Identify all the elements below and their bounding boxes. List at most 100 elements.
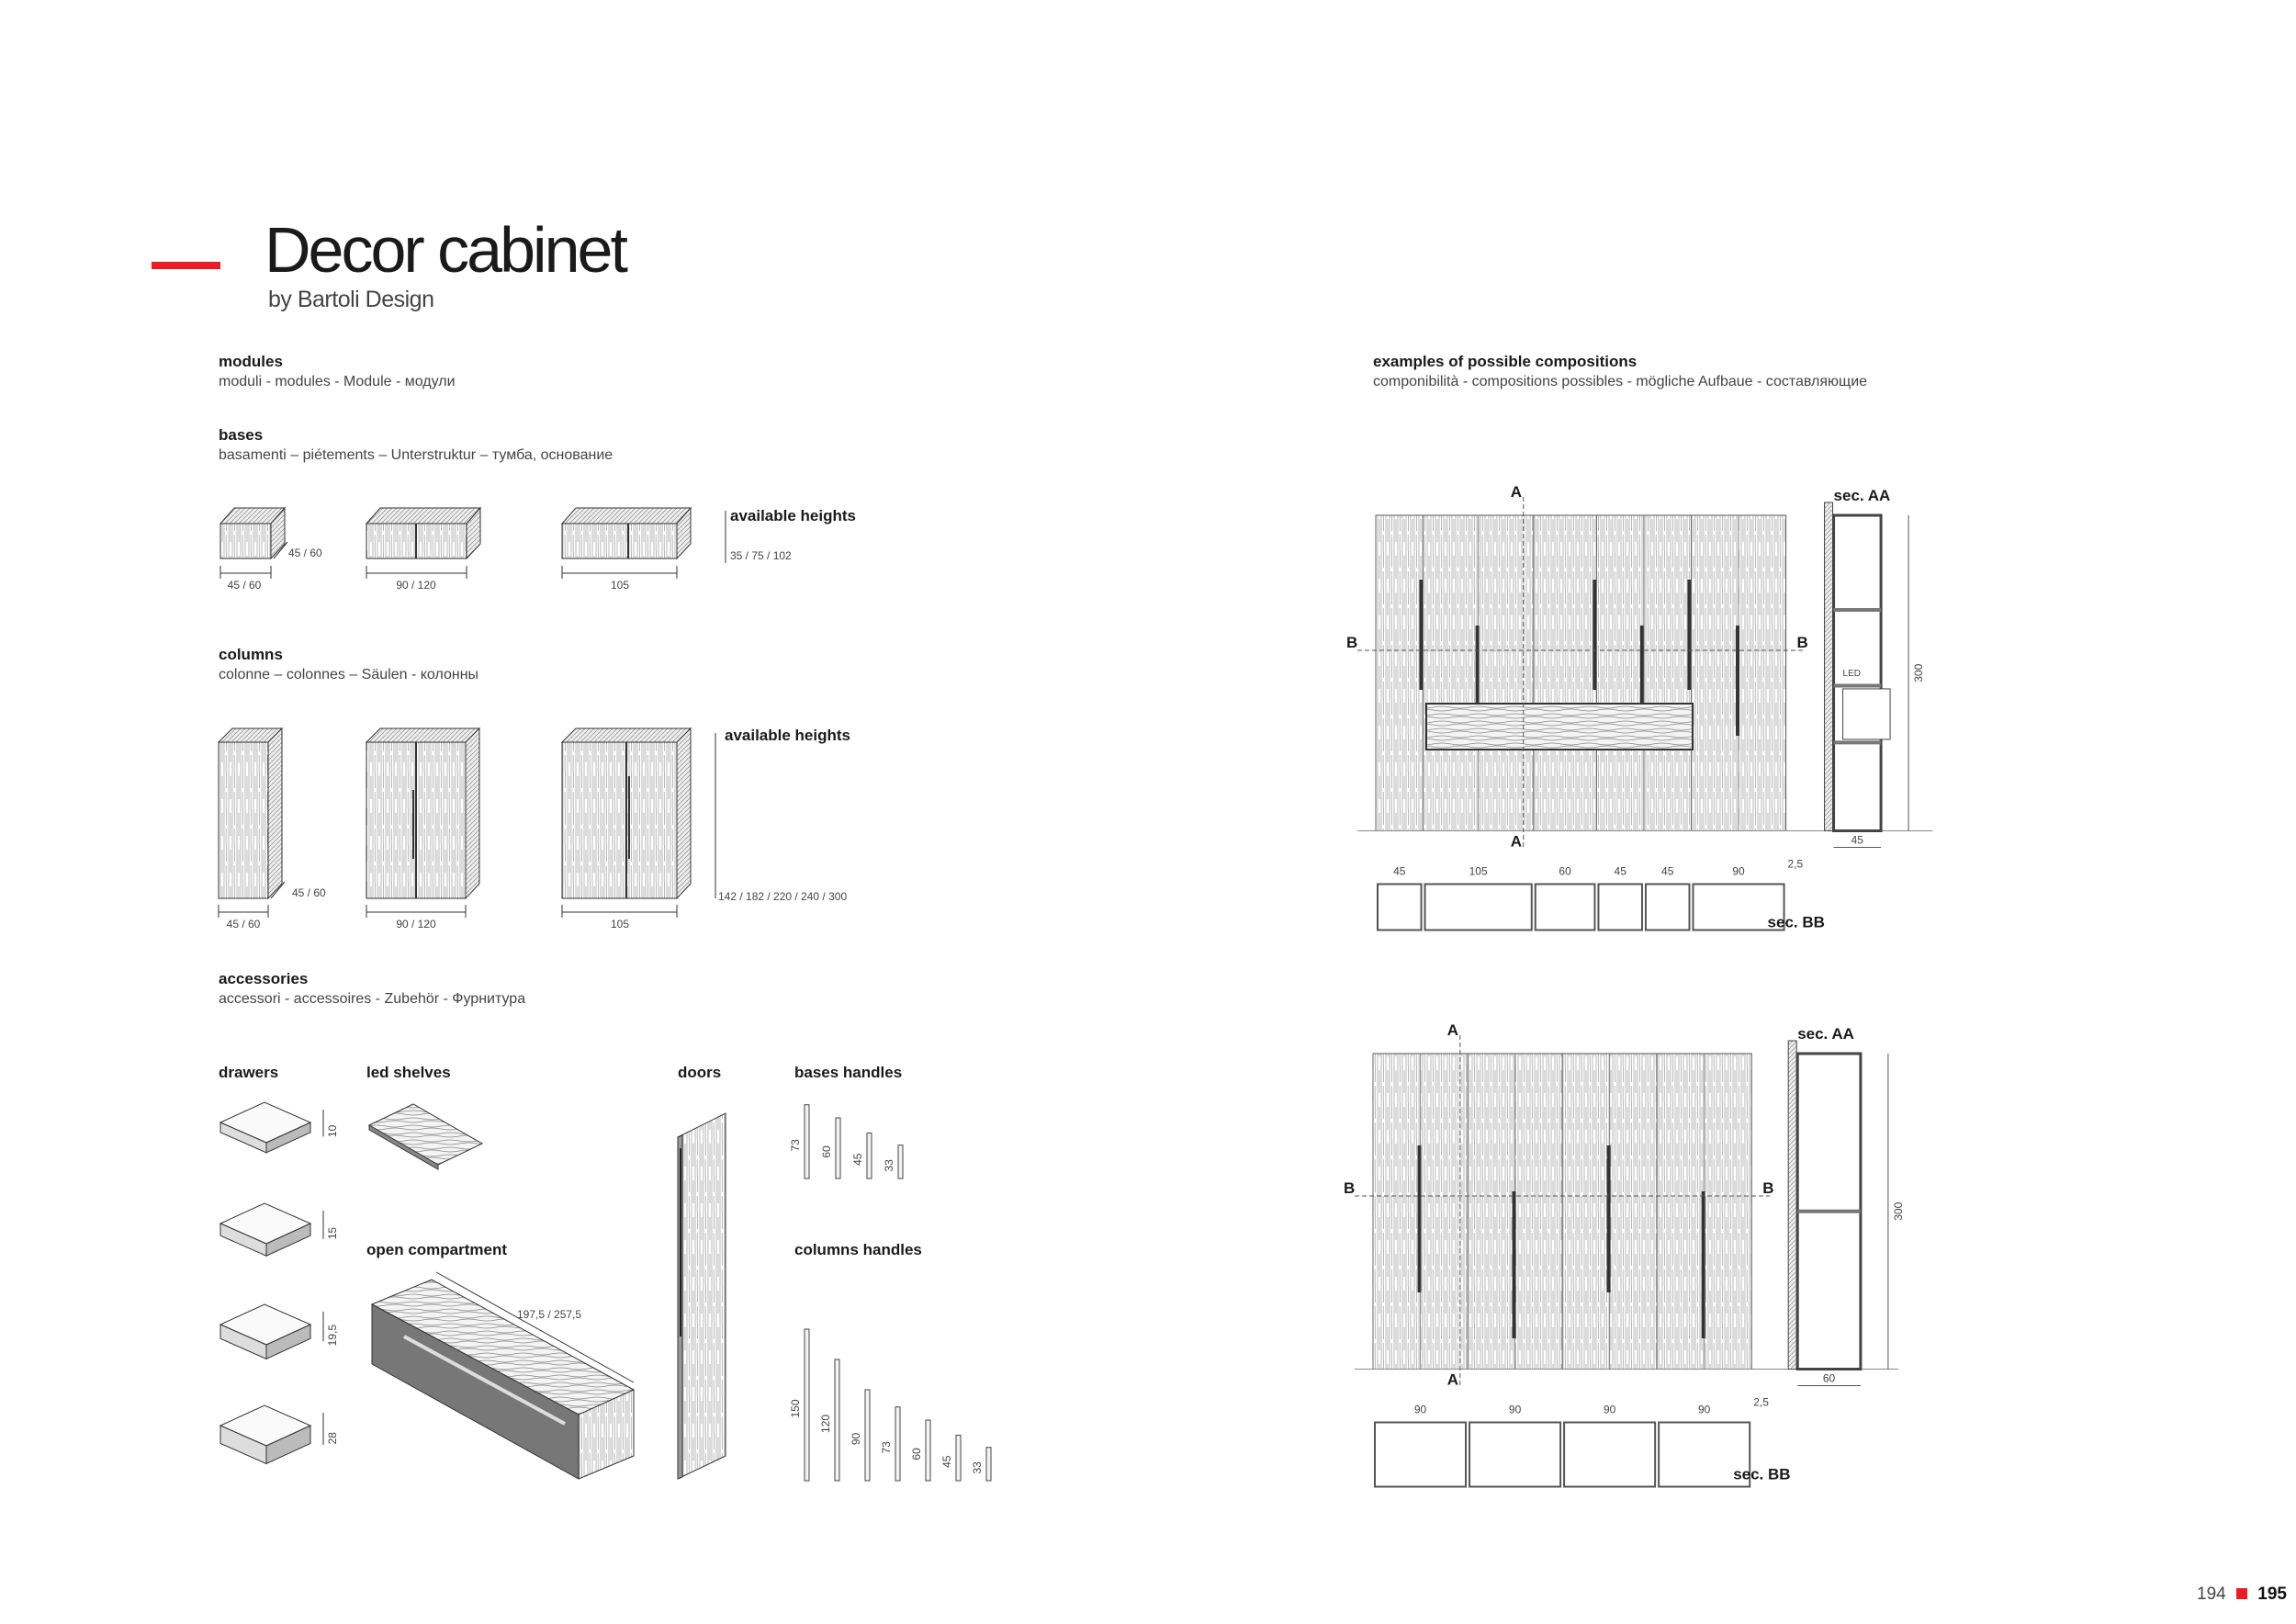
height-dimension: 300 (1912, 663, 1925, 682)
base-module-45 (219, 506, 287, 560)
handle-length: 33 (883, 1159, 895, 1172)
section-b-label: B (1762, 1179, 1773, 1197)
bases-handles-label: bases handles (794, 1064, 903, 1081)
height-dimension: 300 (1892, 1201, 1905, 1220)
drawer (219, 1101, 324, 1154)
sec-aa-label: sec. AA (1797, 1025, 1854, 1043)
door-handle (1701, 1191, 1705, 1338)
drawer-side (265, 1425, 311, 1465)
section-a-label: A (1447, 1371, 1458, 1389)
drawer-height: 19,5 (326, 1325, 339, 1347)
accessories-heading: accessories (219, 970, 309, 987)
plan-module (1534, 883, 1596, 931)
page-number-right: 195 (2257, 1585, 2287, 1604)
handle (804, 1328, 810, 1482)
wall (1787, 1040, 1797, 1370)
sec-aa-label: sec. AA (1834, 487, 1891, 504)
handle (804, 1104, 810, 1179)
led-shelves-label: led shelves (366, 1064, 451, 1081)
page-marker (2235, 1588, 2247, 1599)
columns-heading: columns (219, 646, 283, 663)
module-width: 45 (1615, 865, 1627, 878)
section-a-label: A (1511, 833, 1522, 851)
section-a-label: A (1447, 1021, 1458, 1039)
plan-module (1469, 1421, 1562, 1488)
door-handle (1512, 1191, 1516, 1338)
module-width: 45 (1661, 865, 1674, 878)
drawer-section (1842, 688, 1891, 740)
door-panel (677, 1112, 726, 1480)
handle-length: 45 (940, 1455, 953, 1468)
section-aa (1832, 513, 1883, 832)
module-width: 90 (1604, 1404, 1616, 1416)
drawer-height: 15 (326, 1227, 339, 1240)
column-width-3: 105 (611, 918, 629, 930)
plan-module (1374, 1421, 1468, 1488)
plan-module (1644, 883, 1691, 931)
column-depth: 45 / 60 (292, 886, 326, 899)
handle (895, 1406, 901, 1482)
modules-subtitle: moduli - modules - Module - модули (219, 374, 456, 389)
plan-module (1377, 883, 1423, 931)
drawer-side (265, 1223, 311, 1257)
accent-bar (152, 262, 220, 269)
module-width: 45 (1393, 865, 1406, 878)
door-handle (1593, 580, 1597, 690)
elevation (1375, 514, 1787, 831)
handle-length: 150 (789, 1399, 802, 1417)
module-width: 105 (1469, 865, 1488, 878)
handle-length: 45 (851, 1153, 864, 1166)
bases-heights-label: available heights (730, 507, 856, 524)
handle-length: 33 (971, 1461, 984, 1474)
drawer (219, 1202, 324, 1257)
base-module-90 (365, 506, 482, 560)
columns-handles-label: columns handles (794, 1241, 922, 1258)
plan-module (1424, 883, 1533, 931)
door-handle (1736, 626, 1740, 736)
handle-length: 73 (880, 1441, 893, 1454)
module-width: 90 (1698, 1404, 1711, 1416)
section-b-label: B (1344, 1179, 1355, 1197)
section-a-label: A (1511, 483, 1522, 501)
handle-length: 60 (910, 1448, 923, 1460)
door-handle (1687, 580, 1692, 690)
handle (985, 1447, 992, 1482)
base-module-105 (560, 506, 692, 560)
bases-heights: 35 / 75 / 102 (730, 549, 792, 562)
drawer-side (265, 1122, 311, 1154)
door-handle (1475, 626, 1480, 736)
handle-length: 60 (820, 1145, 833, 1158)
handle (866, 1133, 872, 1179)
page-title: Decor cabinet (264, 214, 628, 286)
depth-dimension: 45 (1851, 834, 1864, 847)
handle (864, 1389, 871, 1482)
module-width: 90 (1732, 865, 1745, 878)
column-width-1: 45 / 60 (227, 918, 261, 930)
door-handle (1417, 1145, 1422, 1292)
sec-bb-label: sec. BB (1768, 914, 1825, 931)
door-handle (1639, 626, 1644, 736)
open-compartment (370, 1271, 636, 1480)
led-label: LED (1843, 669, 1861, 679)
drawer-side (265, 1324, 311, 1360)
base-depth: 45 / 60 (288, 547, 322, 559)
doors-label: doors (678, 1064, 722, 1081)
plan-module (1658, 1421, 1751, 1488)
sec-bb-label: sec. BB (1733, 1466, 1790, 1483)
column-module-105 (560, 727, 692, 900)
module-width: 60 (1559, 865, 1571, 878)
door-handle (1419, 580, 1424, 690)
led-shelf (367, 1103, 484, 1170)
handle (835, 1117, 841, 1179)
handle-length: 120 (819, 1415, 832, 1433)
columns-drawings: 45 / 60 90 / 120 105 45 / 60 available h… (217, 727, 850, 930)
base-width-1: 45 / 60 (228, 579, 262, 592)
column-module-90 (365, 727, 481, 900)
plan-module (1597, 883, 1643, 931)
wall (1824, 502, 1834, 831)
drawer (219, 1303, 324, 1360)
columns-heights: 142 / 182 / 220 / 240 / 300 (718, 890, 847, 903)
base-width-3: 105 (611, 579, 629, 592)
